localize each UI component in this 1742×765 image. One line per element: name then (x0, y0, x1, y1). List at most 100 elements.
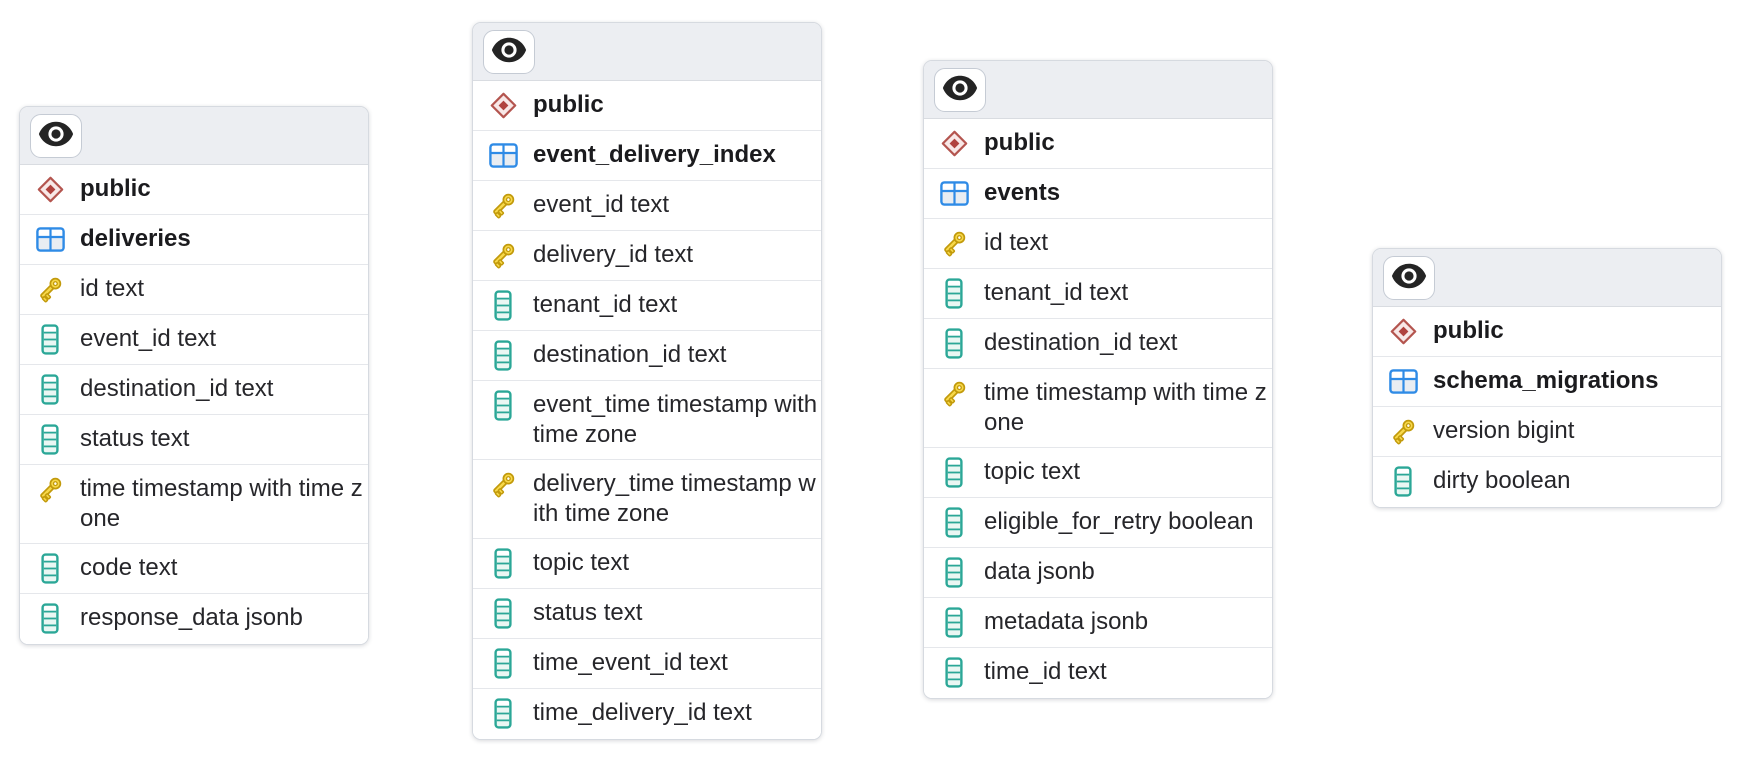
column-row[interactable]: metadata jsonb (924, 598, 1272, 648)
eye-icon (38, 121, 74, 150)
column-row[interactable]: time_delivery_id text (473, 689, 821, 739)
column-icon (924, 456, 984, 488)
column-row[interactable]: destination_id text (924, 319, 1272, 369)
column-row[interactable]: event_id text (20, 315, 368, 365)
column-icon (924, 656, 984, 688)
column-icon (473, 647, 533, 679)
row-label: id text (80, 275, 145, 302)
row-label: time timestamp with time zone (984, 379, 1267, 436)
row-label: tenant_id text (533, 291, 678, 318)
column-row[interactable]: time_event_id text (473, 639, 821, 689)
card-header[interactable] (473, 23, 821, 81)
column-row[interactable]: id text (20, 265, 368, 315)
column-icon (473, 547, 533, 579)
column-icon (20, 373, 80, 405)
primary-key-icon (473, 190, 533, 220)
row-label: time_delivery_id text (533, 699, 752, 726)
column-row[interactable]: code text (20, 544, 368, 594)
column-row[interactable]: version bigint (1373, 407, 1721, 457)
column-row[interactable]: status text (473, 589, 821, 639)
row-label: status text (533, 599, 643, 626)
column-row[interactable]: topic text (924, 448, 1272, 498)
column-row[interactable]: delivery_time timestamp with time zone (473, 460, 821, 539)
visibility-button[interactable] (934, 67, 986, 112)
column-icon (20, 552, 80, 584)
table-card-event_delivery_index[interactable]: public event_delivery_index event_id tex… (472, 22, 822, 740)
column-row[interactable]: topic text (473, 539, 821, 589)
table-icon (1373, 366, 1433, 396)
column-row[interactable]: destination_id text (473, 331, 821, 381)
column-icon (473, 339, 533, 371)
row-label: delivery_time timestamp with time zone (533, 470, 816, 527)
column-row[interactable]: destination_id text (20, 365, 368, 415)
row-label: destination_id text (80, 375, 274, 402)
schema-row[interactable]: public (1373, 307, 1721, 357)
column-row[interactable]: delivery_id text (473, 231, 821, 281)
card-header[interactable] (924, 61, 1272, 119)
visibility-button[interactable] (483, 29, 535, 74)
row-label: topic text (984, 458, 1081, 485)
primary-key-icon (473, 240, 533, 270)
card-header[interactable] (20, 107, 368, 165)
schema-row[interactable]: public (20, 165, 368, 215)
row-label: delivery_id text (533, 241, 694, 268)
primary-key-icon (924, 228, 984, 258)
table-icon (473, 140, 533, 170)
column-row[interactable]: time_id text (924, 648, 1272, 698)
row-label: version bigint (1433, 417, 1575, 444)
column-row[interactable]: status text (20, 415, 368, 465)
column-row[interactable]: dirty boolean (1373, 457, 1721, 507)
schema-row[interactable]: public (924, 119, 1272, 169)
schema-diamond-icon (1373, 316, 1433, 346)
column-row[interactable]: tenant_id text (473, 281, 821, 331)
column-row[interactable]: event_id text (473, 181, 821, 231)
row-label: public (1433, 317, 1504, 344)
table-icon (20, 224, 80, 254)
column-row[interactable]: tenant_id text (924, 269, 1272, 319)
row-label: tenant_id text (984, 279, 1129, 306)
column-row[interactable]: time timestamp with time zone (924, 369, 1272, 448)
row-label: eligible_for_retry boolean (984, 508, 1254, 535)
row-label: public (533, 91, 604, 118)
table-card-schema_migrations[interactable]: public schema_migrations version bigint … (1372, 248, 1722, 508)
table-card-events[interactable]: public events id text tenant_id text des… (923, 60, 1273, 699)
column-row[interactable]: event_time timestamp with time zone (473, 381, 821, 460)
row-label: event_delivery_index (533, 141, 776, 168)
column-row[interactable]: response_data jsonb (20, 594, 368, 644)
table-name-row[interactable]: schema_migrations (1373, 357, 1721, 407)
column-icon (473, 697, 533, 729)
table-name-row[interactable]: deliveries (20, 215, 368, 265)
primary-key-icon (924, 378, 984, 408)
primary-key-icon (473, 469, 533, 499)
row-label: event_id text (533, 191, 670, 218)
table-name-row[interactable]: events (924, 169, 1272, 219)
column-row[interactable]: time timestamp with time zone (20, 465, 368, 544)
column-icon (924, 556, 984, 588)
row-label: status text (80, 425, 190, 452)
schema-diamond-icon (473, 90, 533, 120)
column-icon (924, 506, 984, 538)
row-label: event_id text (80, 325, 217, 352)
column-icon (473, 389, 533, 421)
row-label: dirty boolean (1433, 467, 1571, 494)
eye-icon (942, 75, 978, 104)
column-rows: public deliveries id text event_id text … (20, 165, 368, 644)
row-label: schema_migrations (1433, 367, 1659, 394)
visibility-button[interactable] (1383, 255, 1435, 300)
table-card-deliveries[interactable]: public deliveries id text event_id text … (19, 106, 369, 645)
primary-key-icon (1373, 416, 1433, 446)
schema-diamond-icon (20, 174, 80, 204)
card-header[interactable] (1373, 249, 1721, 307)
table-name-row[interactable]: event_delivery_index (473, 131, 821, 181)
row-label: destination_id text (533, 341, 727, 368)
row-label: time timestamp with time zone (80, 475, 363, 532)
column-row[interactable]: data jsonb (924, 548, 1272, 598)
column-icon (924, 327, 984, 359)
visibility-button[interactable] (30, 113, 82, 158)
schema-row[interactable]: public (473, 81, 821, 131)
schema-diamond-icon (924, 128, 984, 158)
column-icon (924, 277, 984, 309)
row-label: topic text (533, 549, 630, 576)
column-row[interactable]: id text (924, 219, 1272, 269)
column-row[interactable]: eligible_for_retry boolean (924, 498, 1272, 548)
